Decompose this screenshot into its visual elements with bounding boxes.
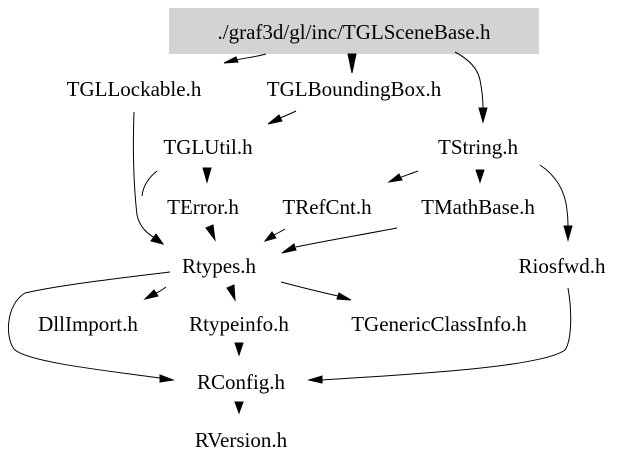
node-rversion[interactable]: RVersion.h [195,428,288,452]
arrowhead-icon [475,169,485,184]
node-tgllockable[interactable]: TGLLockable.h [67,77,202,101]
arrowhead-icon [234,401,244,415]
arrowhead-icon [159,374,175,383]
node-rtypeinfo[interactable]: Rtypeinfo.h [189,312,289,336]
node-tglscenebase[interactable]: ./graf3d/gl/inc/TGLSceneBase.h [218,20,491,44]
edge-tglboundingbox-tglutil [279,110,297,119]
arrowhead-icon [307,375,323,384]
edge-root-tgllockable [235,53,267,61]
edge-tstring-riosfwd [539,164,569,227]
arrowhead-icon [205,224,216,242]
edge-rtypes-tgenericclassinfo [280,281,339,297]
arrowhead-icon [563,225,573,242]
arrowhead-icon [143,289,159,300]
node-tmathbase[interactable]: TMathBase.h [421,195,535,219]
edge-tgllockable-rtypes [132,111,156,239]
nodes: ./graf3d/gl/inc/TGLSceneBase.h TGLLockab… [38,20,606,452]
edge-riosfwd-rconfig [321,287,572,381]
node-terror[interactable]: TError.h [167,195,239,219]
node-riosfwd[interactable]: Riosfwd.h [519,254,606,278]
node-dllimport[interactable]: DllImport.h [38,312,138,336]
arrowhead-icon [478,107,488,124]
edge-tstring-trefcnt [398,170,419,179]
edge-tglutil-rtypes [141,170,158,197]
node-rtypes[interactable]: Rtypes.h [182,254,257,278]
arrowhead-icon [267,114,283,125]
edge-rtypes-dllimport [155,286,167,294]
edge-rtypes-rconfig [7,271,171,379]
arrowhead-icon [336,292,352,301]
node-tglboundingbox[interactable]: TGLBoundingBox.h [267,77,442,101]
arrowhead-icon [263,231,277,242]
arrowhead-icon [223,56,239,64]
node-rconfig[interactable]: RConfig.h [197,370,286,394]
node-tgenericclassinfo[interactable]: TGenericClassInfo.h [351,312,527,336]
node-tstring[interactable]: TString.h [438,135,518,159]
node-trefcnt[interactable]: TRefCnt.h [282,195,372,219]
arrowhead-icon [150,233,165,245]
edges [7,51,573,415]
arrowhead-icon [226,284,236,302]
edge-tmathbase-rtypes [295,227,398,248]
root-node-box [169,8,539,54]
arrowhead-icon [281,243,297,254]
arrowhead-icon [202,167,212,184]
edge-root-tstring [454,51,484,109]
node-tglutil[interactable]: TGLUtil.h [163,135,253,159]
arrowhead-icon [347,53,357,74]
arrowhead-icon [387,173,403,183]
arrowhead-icon [234,342,244,357]
